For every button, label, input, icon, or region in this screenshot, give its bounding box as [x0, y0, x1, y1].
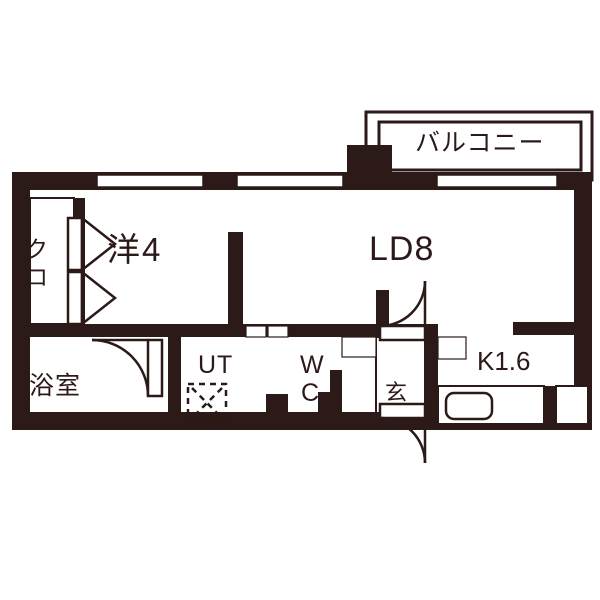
room-label-closet-line-2: ロ — [25, 264, 48, 290]
window-west — [96, 174, 204, 188]
room-label-western-room: 洋4 — [107, 231, 163, 268]
room-label-entrance: 玄 — [385, 380, 408, 405]
room-label-balcony: バルコニー — [415, 129, 545, 157]
washing-machine-space — [186, 382, 228, 424]
room-label-closet-line-1: ク — [25, 236, 48, 262]
closet-folding-doors — [66, 216, 118, 326]
room-label-living-dining: LD8 — [369, 230, 435, 268]
windows — [96, 174, 558, 188]
minor-details — [245, 325, 467, 360]
closet-folding-door-upper — [66, 216, 84, 272]
room-label-toilet-c: C — [301, 379, 320, 407]
closet-area — [29, 197, 75, 325]
entrance-doors — [378, 280, 427, 464]
kitchen-fixtures — [437, 385, 589, 425]
bathroom-swing-door — [91, 338, 164, 398]
entrance-area — [375, 336, 426, 414]
kitchen-sink — [444, 391, 494, 421]
structural-pillar — [347, 145, 392, 190]
room-label-toilet-w: W — [300, 351, 324, 379]
room-label-bathroom: 浴室 — [29, 372, 82, 400]
room-label-kitchen: K1.6 — [477, 346, 531, 376]
entrance-door-south — [378, 402, 427, 420]
stove-space — [555, 385, 589, 425]
entrance-door-north — [378, 324, 427, 342]
window-east — [436, 174, 558, 188]
closet-folding-door-lower — [66, 270, 84, 326]
window-center — [236, 174, 344, 188]
room-label-utility: UT — [198, 351, 234, 379]
